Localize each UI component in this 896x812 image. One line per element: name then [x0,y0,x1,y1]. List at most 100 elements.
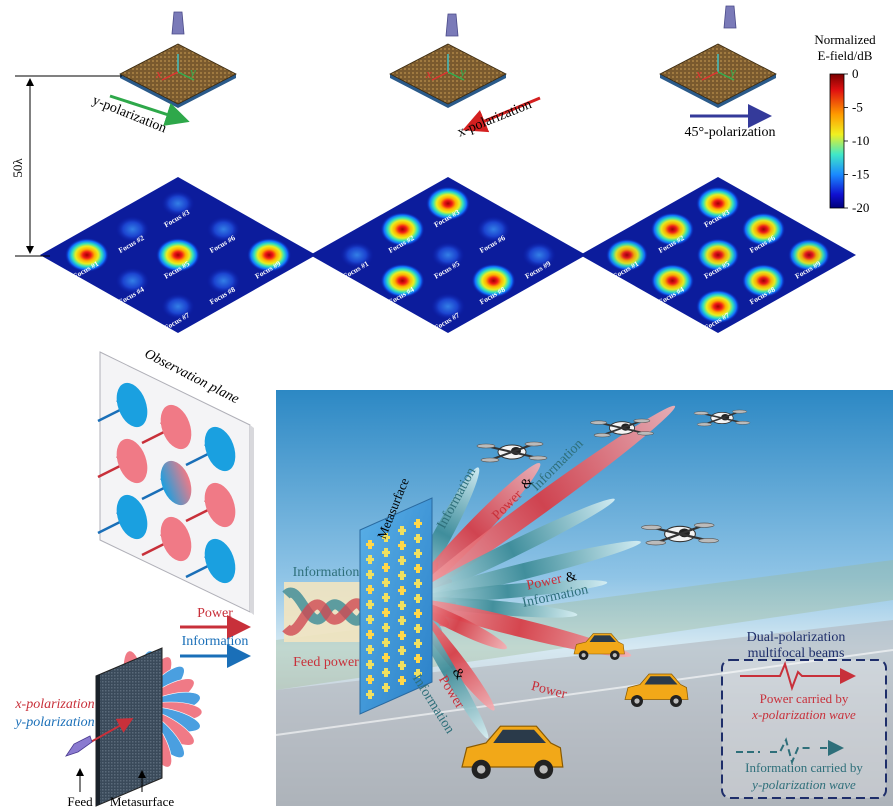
axis-x-label: x [695,66,702,81]
focus-spot [476,216,511,243]
colorbar-title-2: E-field/dB [818,48,873,63]
drone-icon [590,418,654,438]
y-pol-label: y-polarization [13,715,94,730]
focus-spot [696,238,740,272]
colorbar-gradient [829,73,845,209]
observation-disk [204,538,236,584]
focus-spot [650,212,695,247]
focus-spot [650,263,695,298]
legend-power-text-1: Power carried by [760,691,849,706]
scene-legend: Dual-polarization multifocal beams Power… [721,630,887,799]
focus-spot [380,212,425,247]
axis-y-label: y [728,64,736,79]
observation-disk [160,460,192,506]
metasurface-slab [659,43,777,105]
focus-spot [247,238,292,272]
colorbar-tick: -5 [852,100,863,115]
car-icon [573,633,625,660]
focus-spot [741,212,786,247]
axis-y-label: y [188,64,196,79]
drones [476,409,751,546]
polarization-arrow [462,96,541,133]
metasurface-slab [389,43,507,105]
colorbar-title-1: Normalized [814,32,876,47]
feed-wave: Information Feed power [282,565,371,670]
feed-label: Feed [67,794,93,809]
observation-disk [116,494,148,540]
axis-y-label: y [458,64,466,79]
metasurface-label: Metasurface [110,794,174,809]
legend-information-label: Information [182,634,249,649]
observation-disk [204,426,236,472]
focus-spot [741,263,786,298]
distance-label: 50λ [10,158,25,178]
colorbar-tick: -15 [852,167,869,182]
polarization-label: x-polarization [455,97,533,140]
metasurface-slab [119,43,237,105]
focus-spot [64,238,109,272]
observation-disk [116,382,148,428]
distance-bracket: 50λ [10,75,122,257]
power-beam [407,598,632,657]
legend-title-2: multifocal beams [748,646,845,661]
car-icon [461,725,564,779]
legend-info-text-2: y-polarization wave [750,777,856,792]
information-beam [407,597,578,618]
power-beam [407,462,541,601]
colorbar-tick: 0 [852,66,859,81]
car-icon [624,673,689,707]
drone-icon [693,409,751,427]
focus-spot [380,263,425,298]
colorbar-tick: -20 [852,200,869,215]
focus-spot [522,241,557,269]
label-amp-mid: & [564,569,578,586]
label-power-mid: Power [525,571,563,593]
colorbar-tick: -10 [852,133,869,148]
legend-info-text-1: Information carried by [745,760,863,775]
information-wave-label: Information [293,565,360,580]
drone-icon [641,522,719,546]
observation-disk [204,482,236,528]
feed-power-label: Feed power [293,655,359,670]
polarization-arrow [109,94,190,126]
side-metasurface [95,647,163,807]
axis-x-label: x [155,66,162,81]
legend-title-1: Dual-polarization [747,630,846,645]
legend-power-label: Power [197,606,233,621]
focus-spot [115,267,150,294]
focus-spot [471,263,516,298]
axis-x-label: x [425,66,432,81]
observation-disk [160,404,192,450]
focus-spot [430,293,466,320]
x-pol-label: x-polarization [14,697,94,712]
feed-horn [65,735,93,757]
metasurface-lobes-group: x-polarization y-polarization Feed Metas… [13,647,203,809]
focus-spot [696,186,740,221]
observation-plane-group: Observation plane Power Information [97,347,254,668]
focus-spot [339,241,374,269]
focus-spot [206,267,241,294]
scene-group: Information Feed power Metasurface Infor… [275,390,894,806]
focus-spot [156,238,200,272]
polarization-label: y-polarization [90,93,168,136]
focus-spot [426,186,470,221]
beams [404,405,676,739]
focus-spot [605,238,648,272]
feed-horn-icon [445,13,459,37]
focus-spot [206,216,241,243]
feed-horn-icon [171,11,185,35]
observation-disk [116,438,148,484]
polarization-label: 45°-polarization [684,125,775,140]
focus-spot [696,289,740,324]
power-beam [407,405,676,601]
focus-spot [431,242,465,268]
focus-spot [788,238,831,272]
information-beam [407,498,615,601]
focus-spot [161,190,195,217]
